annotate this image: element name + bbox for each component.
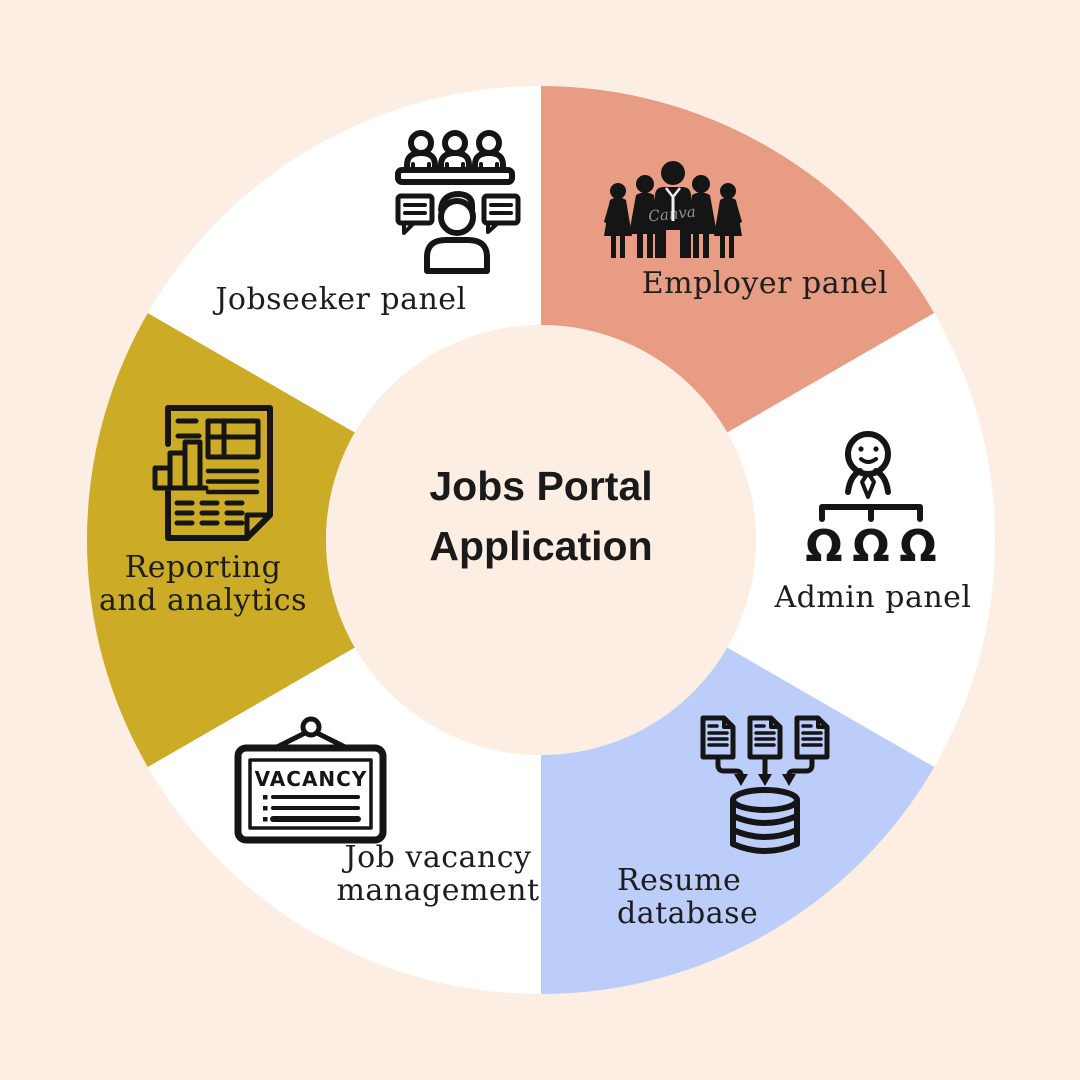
eye-dot <box>858 446 864 452</box>
label-vacancy-line-2: management <box>336 873 540 908</box>
org-chart-icon: Ω Ω Ω <box>805 431 937 572</box>
arrow-down-icon <box>715 755 815 786</box>
manager-person-icon <box>655 161 691 258</box>
page-title: Jobs Portal Application <box>429 456 652 576</box>
label-resume-database: Resume database <box>617 864 758 930</box>
report-analytics-icon <box>152 405 273 541</box>
subordinate-person-icon: Ω <box>805 521 842 572</box>
label-vacancy-line-1: Job vacancy <box>344 840 532 875</box>
documents-to-database-icon <box>700 715 830 854</box>
label-admin-panel: Admin panel <box>774 580 972 615</box>
vacancy-sign-icon: VACANCY <box>234 716 387 844</box>
subordinate-person-icon: Ω <box>899 521 936 572</box>
database-cylinder-icon <box>730 787 800 854</box>
label-job-vacancy-management: Job vacancy management <box>336 841 539 907</box>
label-reporting-line-2: and analytics <box>99 583 307 618</box>
tie-icon <box>860 471 876 499</box>
hanger-ring-icon <box>300 716 322 738</box>
dash-grid-icon <box>174 500 245 526</box>
label-reporting-analytics: Reporting and analytics <box>99 551 307 617</box>
title-line-1: Jobs Portal <box>429 463 653 509</box>
candidate-person-icon <box>424 191 490 274</box>
label-employer-panel: Employer panel <box>641 266 889 301</box>
title-line-2: Application <box>429 523 653 569</box>
folded-corner-icon <box>244 512 273 541</box>
speech-bubble-left-icon <box>395 193 435 235</box>
center-circle <box>326 325 756 755</box>
donut-segment-admin <box>727 313 996 767</box>
label-resume-line-1: Resume <box>617 863 742 898</box>
donut-segment-employer <box>541 86 935 433</box>
label-jobseeker-panel: Jobseeker panel <box>215 282 467 317</box>
label-reporting-line-1: Reporting <box>124 550 282 585</box>
eye-dot <box>873 446 879 452</box>
subordinate-person-icon: Ω <box>852 521 889 572</box>
employee-group-icon: Canva <box>604 161 742 258</box>
label-resume-line-2: database <box>617 896 759 931</box>
interview-panel-icon <box>395 130 521 274</box>
speech-bubble-right-icon <box>481 193 521 234</box>
vacancy-sign-text: VACANCY <box>255 767 368 791</box>
table-grid-icon <box>205 418 261 460</box>
canva-watermark: Canva <box>647 203 696 226</box>
bar-chart-icon <box>152 439 209 491</box>
